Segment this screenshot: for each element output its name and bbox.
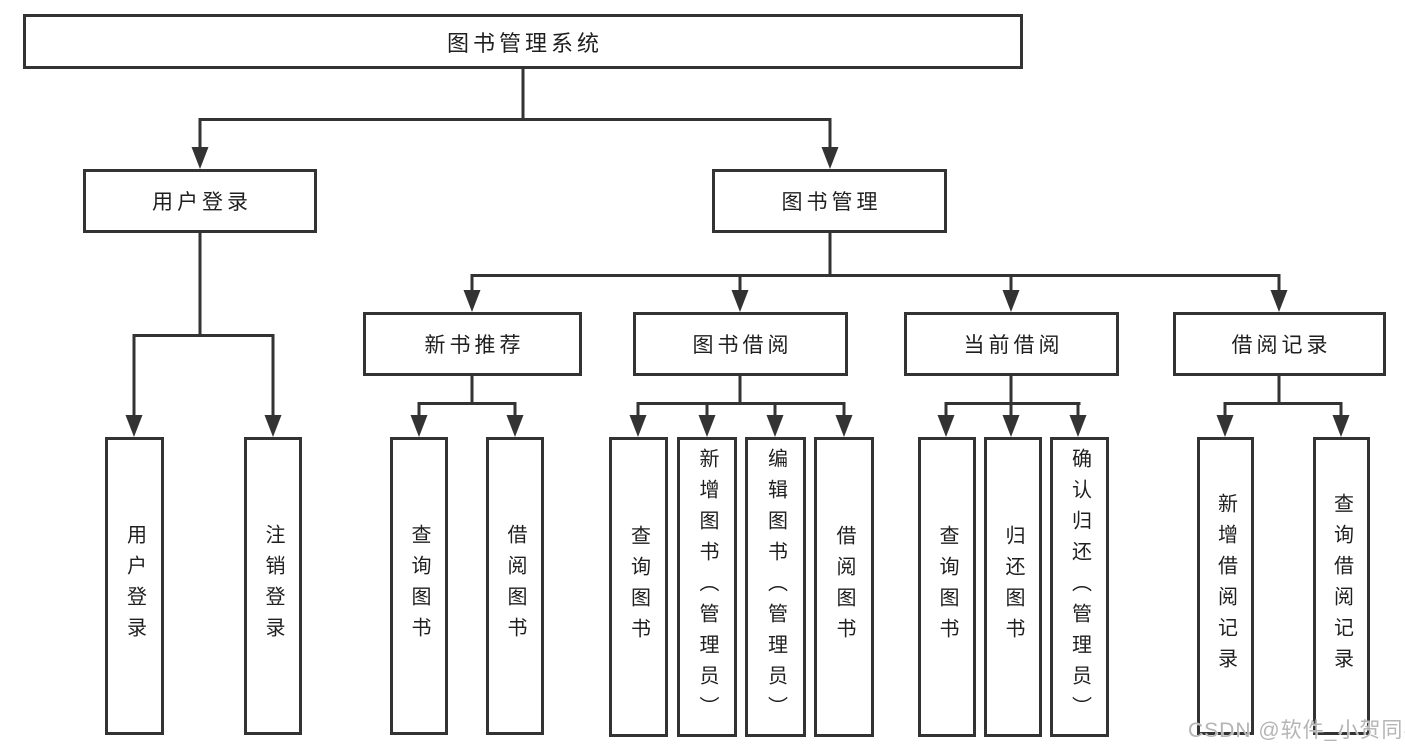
node-user-login: 用户登录: [83, 169, 317, 233]
node-label: 查询图书: [408, 524, 430, 648]
arrowhead-borrow-records: [1270, 290, 1288, 312]
node-label: 图书借阅: [692, 334, 793, 357]
node-label: 查询图书: [627, 525, 650, 649]
node-query-books-borrowing: 查询图书: [609, 437, 668, 737]
arrowhead-query-book-current: [937, 415, 955, 437]
node-label: 查询借阅记录: [1330, 493, 1353, 679]
arrowhead-book-borrow: [731, 290, 749, 312]
node-label: 借阅记录: [1231, 334, 1332, 357]
node-book-borrowing: 图书借阅: [633, 312, 848, 376]
node-borrow-records: 借阅记录: [1173, 312, 1386, 376]
connector-newbookrec-to-children: [417, 376, 517, 418]
node-label: 借阅图书: [833, 525, 855, 649]
connector-root-to-level2: [198, 69, 832, 152]
node-label: 借阅图书: [504, 524, 526, 648]
connector-bookborrow-to-children: [636, 376, 846, 418]
node-label: 图书管理系统: [446, 30, 603, 56]
arrowhead-new-book-rec: [463, 290, 481, 312]
arrowhead-confirm-return-admin: [1069, 415, 1087, 437]
node-add-borrow-record: 新增借阅记录: [1197, 437, 1254, 735]
node-book-system: 图书管理系统: [23, 14, 1023, 69]
node-label: 确认归还（管理员）: [1068, 447, 1091, 727]
watermark: CSDN @软件_小贺同学: [1188, 719, 1405, 742]
node-logout-action: 注销登录: [244, 437, 302, 735]
arrowhead-logout: [264, 415, 282, 437]
node-label: 新增图书（管理员）: [696, 447, 718, 727]
arrowhead-query-borrow-record: [1332, 415, 1350, 437]
node-query-books-current: 查询图书: [918, 437, 976, 737]
arrowhead-add-borrow-record: [1216, 415, 1234, 437]
arrowhead-login: [125, 415, 143, 437]
node-label: 图书管理: [781, 191, 882, 214]
connector-bookmgmt-to-level3: [470, 233, 1281, 295]
arrowhead-borrow-book-borrow: [835, 415, 853, 437]
arrowhead-add-book-admin: [698, 415, 716, 437]
node-label: 编辑图书（管理员）: [764, 447, 787, 727]
node-return-books: 归还图书: [984, 437, 1042, 737]
node-new-book-recommend: 新书推荐: [363, 312, 582, 376]
arrowhead-query-book-borrow: [629, 415, 647, 437]
node-label: 当前借阅: [963, 334, 1064, 357]
node-add-books-admin: 新增图书（管理员）: [677, 437, 737, 737]
arrowhead-book-mgmt: [821, 147, 839, 169]
arrowhead-query-book-rec: [410, 415, 428, 437]
node-borrow-books-recommend: 借阅图书: [486, 437, 544, 735]
node-login-action: 用户登录: [105, 437, 164, 735]
node-borrow-books-borrowing: 借阅图书: [814, 437, 874, 737]
node-edit-books-admin: 编辑图书（管理员）: [745, 437, 806, 737]
node-book-management: 图书管理: [712, 169, 947, 233]
node-label: 查询图书: [936, 525, 958, 649]
node-label: 注销登录: [262, 524, 284, 648]
connector-userlogin-to-children: [132, 233, 275, 421]
arrowhead-return-book: [1002, 415, 1020, 437]
node-label: 用户登录: [123, 524, 146, 648]
node-label: 新增借阅记录: [1214, 493, 1237, 679]
node-label: 用户登录: [152, 191, 252, 214]
arrowhead-user-login: [191, 147, 209, 169]
node-label: 归还图书: [1002, 525, 1024, 649]
arrowhead-edit-book-admin: [766, 415, 784, 437]
node-query-books-recommend: 查询图书: [390, 437, 448, 735]
arrowhead-current-borrow: [1002, 290, 1020, 312]
connector-currentborrow-to-children: [944, 376, 1081, 418]
node-confirm-return-admin: 确认归还（管理员）: [1050, 437, 1109, 737]
node-current-borrowing: 当前借阅: [904, 312, 1119, 376]
node-query-borrow-record: 查询借阅记录: [1313, 437, 1370, 735]
arrowhead-borrow-book-rec: [506, 415, 524, 437]
node-label: 新书推荐: [424, 334, 525, 357]
connector-borrowrecords-to-children: [1223, 376, 1343, 418]
